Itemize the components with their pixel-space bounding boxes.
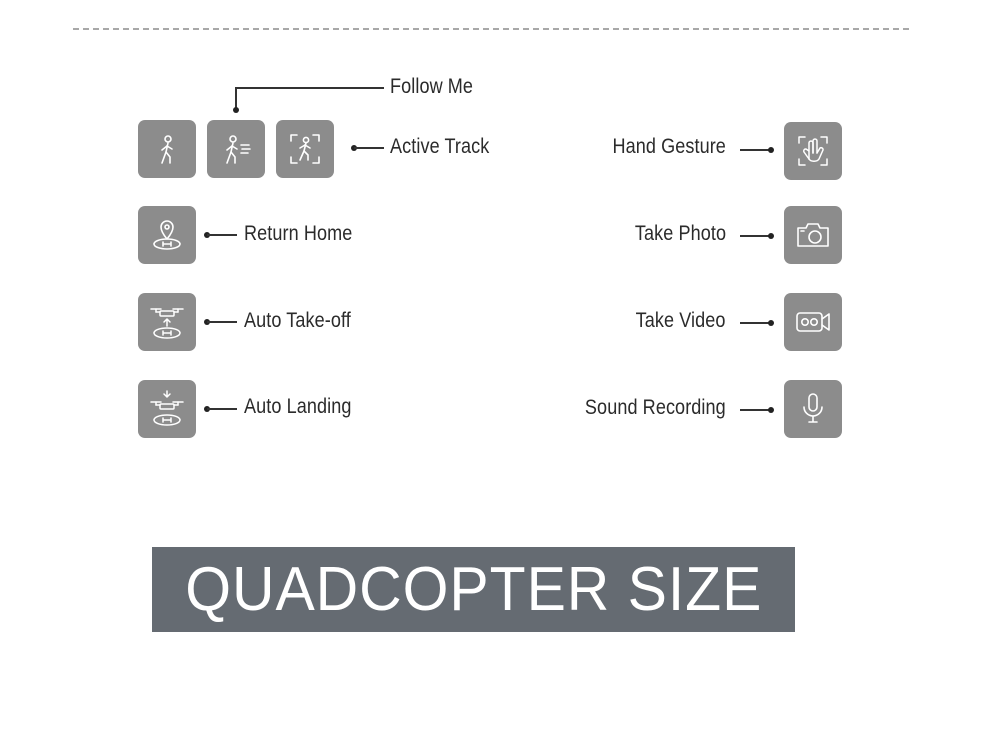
follow-me-icon <box>207 120 265 178</box>
connector-dot <box>768 147 774 153</box>
walking-person-icon <box>138 120 196 178</box>
follow-me-connector-line <box>235 87 384 89</box>
banner-title: QUADCOPTER SIZE <box>184 555 763 624</box>
take-video-label: Take Video <box>636 309 726 332</box>
connector-line <box>207 321 237 323</box>
return-home-icon <box>138 206 196 264</box>
take-photo-label: Take Photo <box>634 222 726 245</box>
connector-dot <box>233 107 239 113</box>
connector-dot <box>768 407 774 413</box>
connector-line <box>740 235 770 237</box>
sound-recording-label: Sound Recording <box>585 396 726 419</box>
active-track-icon <box>276 120 334 178</box>
auto-landing-label: Auto Landing <box>244 395 352 418</box>
auto-takeoff-label: Auto Take-off <box>244 309 351 332</box>
follow-me-label: Follow Me <box>390 75 474 98</box>
connector-dot <box>768 233 774 239</box>
hand-gesture-label: Hand Gesture <box>612 135 726 158</box>
microphone-icon <box>784 380 842 438</box>
auto-landing-icon <box>138 380 196 438</box>
follow-me-connector <box>235 87 237 109</box>
dashed-divider <box>73 28 909 30</box>
connector-line <box>740 322 770 324</box>
connector-line <box>207 408 237 410</box>
connector-line <box>354 147 384 149</box>
return-home-label: Return Home <box>244 222 353 245</box>
hand-gesture-icon <box>784 122 842 180</box>
connector-line <box>740 409 770 411</box>
connector-line <box>740 149 770 151</box>
camera-icon <box>784 206 842 264</box>
quadcopter-size-banner: QUADCOPTER SIZE <box>152 547 795 632</box>
auto-takeoff-icon <box>138 293 196 351</box>
active-track-label: Active Track <box>390 135 490 158</box>
connector-line <box>207 234 237 236</box>
video-camera-icon <box>784 293 842 351</box>
connector-dot <box>768 320 774 326</box>
